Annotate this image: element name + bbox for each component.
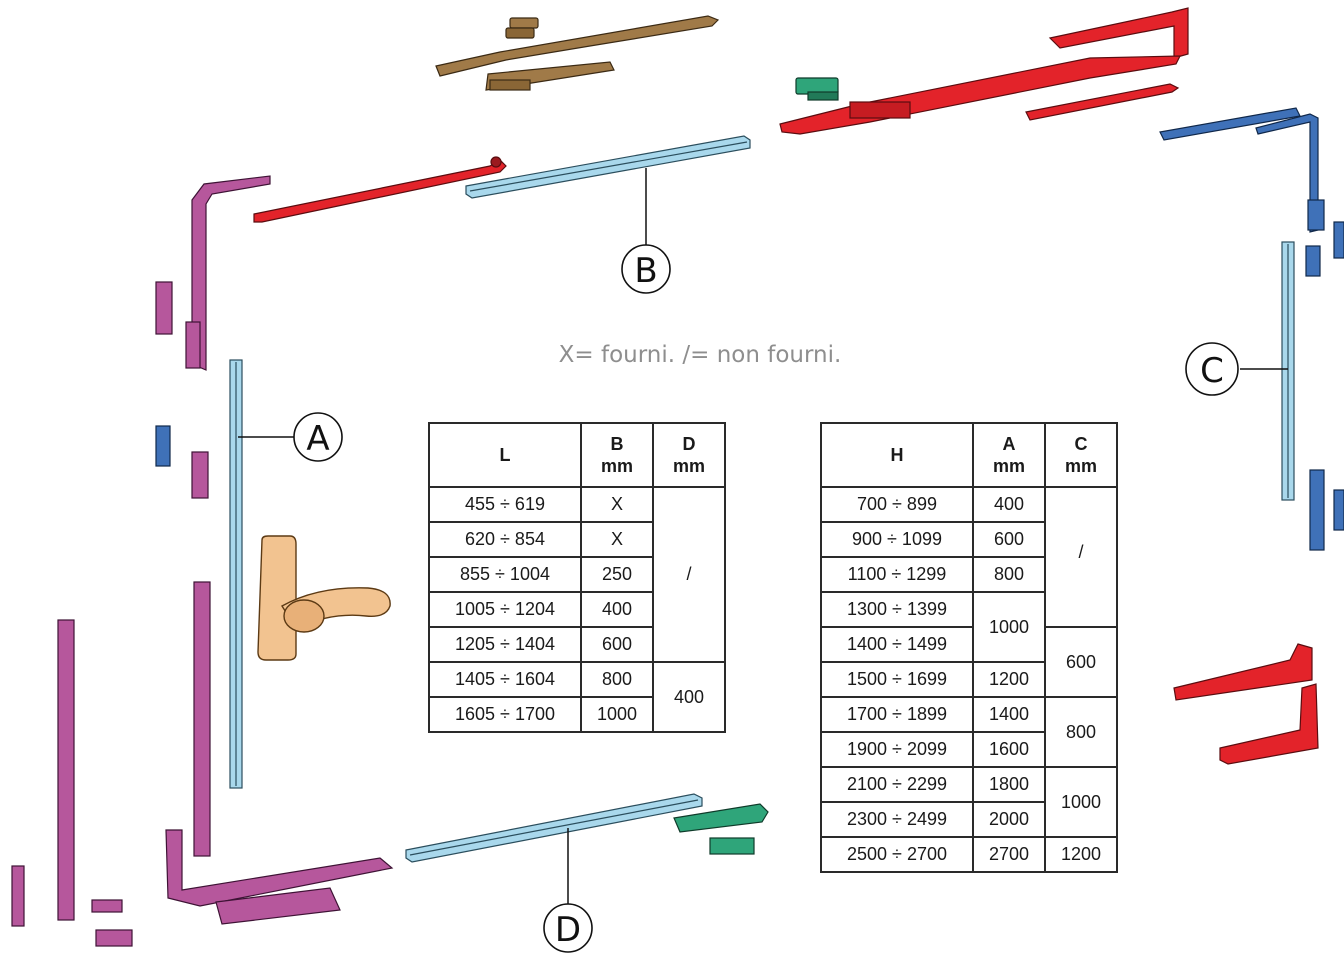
cell-h: 900 ÷ 1099 — [820, 521, 974, 558]
callout-c-label: C — [1200, 351, 1224, 391]
callout-b-label: B — [634, 251, 657, 291]
cell-l: 1205 ÷ 1404 — [428, 626, 582, 663]
cell-h: 1700 ÷ 1899 — [820, 696, 974, 733]
cell-c-group: 1000 — [1044, 766, 1118, 838]
table-row: 1405 ÷ 1604 800 400 — [428, 661, 726, 733]
callout-b-circle — [621, 244, 671, 294]
cell-a: 400 — [972, 486, 1046, 523]
cell-b: 600 — [580, 626, 654, 663]
cell-c-group: 600 — [1044, 626, 1118, 698]
cell-d-group: 400 — [652, 661, 726, 733]
cell-l: 455 ÷ 619 — [428, 486, 582, 523]
profile-c — [1281, 241, 1295, 501]
callout-d-circle — [543, 903, 593, 953]
red-corner-right-lower — [1173, 643, 1319, 765]
cell-h: 1400 ÷ 1499 — [820, 626, 974, 663]
callout-a-label: A — [306, 419, 329, 459]
callout-c-circle — [1185, 342, 1239, 396]
cell-a: 1200 — [972, 661, 1046, 698]
table-row: 1005 ÷ 1204 400 — [428, 591, 725, 628]
header-h: H — [820, 422, 974, 488]
blue-keeper-left — [155, 425, 171, 467]
cell-a: 1800 — [972, 766, 1046, 803]
table-row: 1700 ÷ 1899 1400 800 — [820, 696, 1118, 768]
table-row: 900 ÷ 1099 600 — [820, 521, 1117, 558]
handle — [257, 535, 391, 661]
header-l: L — [428, 422, 582, 488]
table-row: 620 ÷ 854 X — [428, 521, 725, 558]
magenta-keeper-left — [191, 451, 209, 499]
table-row: 700 ÷ 899 400 / — [820, 486, 1118, 628]
table-row: 1400 ÷ 1499 600 — [820, 626, 1118, 698]
table-row: 1900 ÷ 2099 1600 — [820, 731, 1117, 768]
red-top-rod-left — [253, 156, 507, 223]
cell-b: 250 — [580, 556, 654, 593]
green-keeper-top — [795, 77, 839, 101]
table-row: 1605 ÷ 1700 1000 — [428, 696, 725, 733]
cell-b: X — [580, 486, 654, 523]
cell-l: 855 ÷ 1004 — [428, 556, 582, 593]
cell-h: 1100 ÷ 1299 — [820, 556, 974, 593]
legend-note: X= fourni. /= non fourni. — [558, 342, 842, 368]
cell-b: 800 — [580, 661, 654, 698]
cell-c-group: 1200 — [1044, 836, 1118, 873]
table-row: 2300 ÷ 2499 2000 — [820, 801, 1117, 838]
blue-corner-right — [1159, 107, 1344, 551]
cell-a: 1000 — [972, 591, 1046, 663]
cell-h: 2300 ÷ 2499 — [820, 801, 974, 838]
table-row: 455 ÷ 619 X / — [428, 486, 726, 663]
table-row: 1205 ÷ 1404 600 — [428, 626, 725, 663]
cell-d-group: / — [652, 486, 726, 663]
cell-h: 1300 ÷ 1399 — [820, 591, 974, 628]
cell-a: 2700 — [972, 836, 1046, 873]
cell-l: 1005 ÷ 1204 — [428, 591, 582, 628]
cell-a: 600 — [972, 521, 1046, 558]
cell-h: 2500 ÷ 2700 — [820, 836, 974, 873]
table-row: 855 ÷ 1004 250 — [428, 556, 725, 593]
cell-b: X — [580, 521, 654, 558]
cell-l: 1405 ÷ 1604 — [428, 661, 582, 698]
table-row: 2500 ÷ 2700 2700 1200 — [820, 836, 1118, 873]
table-row: 1300 ÷ 1399 1000 — [820, 591, 1117, 663]
cell-l: 620 ÷ 854 — [428, 521, 582, 558]
table-row: 1500 ÷ 1699 1200 — [820, 661, 1117, 698]
cell-l: 1605 ÷ 1700 — [428, 696, 582, 733]
cell-h: 700 ÷ 899 — [820, 486, 974, 523]
profile-a — [229, 359, 243, 789]
cell-a: 1600 — [972, 731, 1046, 768]
green-keeper-bottom — [673, 803, 769, 855]
cell-h: 1900 ÷ 2099 — [820, 731, 974, 768]
red-top-right-assembly — [779, 7, 1189, 135]
cell-a: 800 — [972, 556, 1046, 593]
cell-a: 2000 — [972, 801, 1046, 838]
cell-c-group: 800 — [1044, 696, 1118, 768]
cell-h: 1500 ÷ 1699 — [820, 661, 974, 698]
callout-a-circle — [293, 412, 343, 462]
profile-b — [465, 135, 751, 199]
cell-h: 2100 ÷ 2299 — [820, 766, 974, 803]
callout-d-label: D — [555, 910, 581, 950]
table-row: 1100 ÷ 1299 800 — [820, 556, 1117, 593]
cell-b: 1000 — [580, 696, 654, 733]
table-row: 2100 ÷ 2299 1800 1000 — [820, 766, 1118, 838]
cell-c-group: / — [1044, 486, 1118, 628]
brown-stay-arm — [435, 15, 720, 91]
magenta-left-assembly — [11, 175, 394, 947]
cell-a: 1400 — [972, 696, 1046, 733]
cell-b: 400 — [580, 591, 654, 628]
profile-d — [405, 793, 703, 863]
